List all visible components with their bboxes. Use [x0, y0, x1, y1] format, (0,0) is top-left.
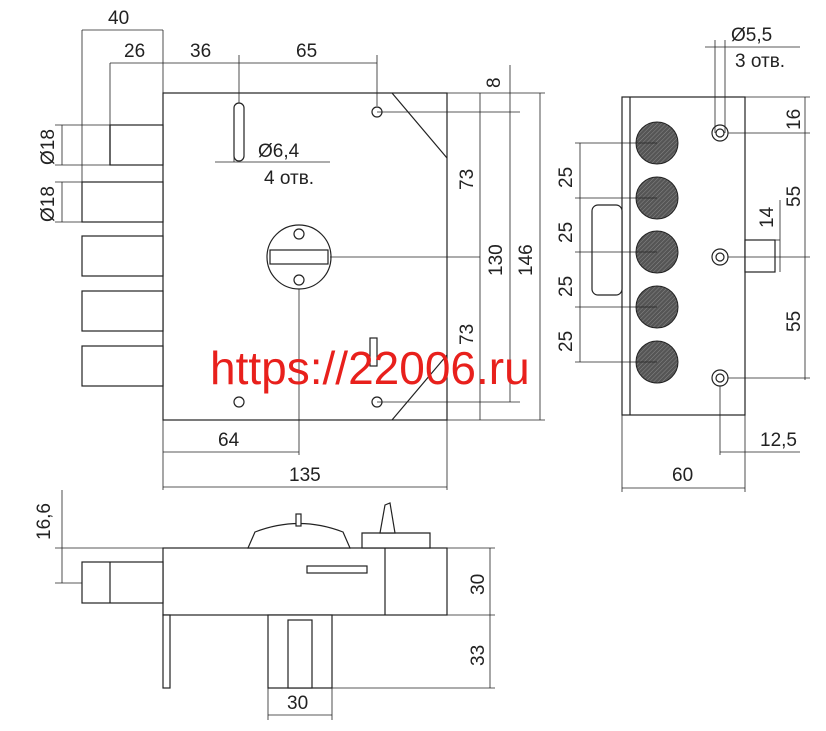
bolts [81, 124, 164, 387]
dim-12-5: 12,5 [760, 430, 797, 451]
front-view: 40 26 36 65 8 Ø18 Ø18 Ø6,4 4 отв. 73 130… [38, 8, 545, 490]
dim-25-2: 25 [556, 222, 577, 243]
dim-135: 135 [289, 465, 321, 486]
side-view: Ø5,5 3 отв. 16 25 25 25 25 55 14 55 12,5… [556, 25, 810, 492]
mount-slot [233, 102, 245, 162]
dim-146: 146 [516, 244, 537, 276]
dim-55-top: 55 [784, 186, 805, 207]
dim-25-4: 25 [556, 331, 577, 352]
dim-dia18-a: Ø18 [38, 129, 59, 165]
bottom-view: 16,6 30 33 30 [34, 490, 495, 720]
body-top [162, 547, 448, 616]
dim-dia6-4: Ø6,4 [258, 141, 300, 162]
dim-16: 16 [784, 109, 805, 130]
dim-14: 14 [757, 206, 778, 228]
dim-30-height: 30 [468, 574, 489, 595]
dim-16-6: 16,6 [34, 503, 55, 540]
dim-40: 40 [108, 8, 129, 29]
dim-73-top: 73 [457, 169, 478, 190]
dim-64: 64 [218, 430, 240, 451]
holes-3: 3 отв. [735, 51, 785, 72]
dim-30-width: 30 [287, 693, 308, 714]
dim-25-1: 25 [556, 167, 577, 188]
dim-55-bottom: 55 [784, 311, 805, 332]
dim-8: 8 [484, 77, 505, 88]
dim-dia5-5: Ø5,5 [731, 25, 772, 46]
dim-26: 26 [124, 41, 145, 62]
dim-dia18-b: Ø18 [38, 186, 59, 222]
dim-36: 36 [190, 41, 211, 62]
dim-25-3: 25 [556, 276, 577, 297]
dim-33: 33 [468, 645, 489, 666]
dim-73-bottom: 73 [457, 324, 478, 345]
watermark: https://22006.ru [210, 342, 530, 394]
dim-60: 60 [672, 465, 693, 486]
cylinder [266, 224, 332, 290]
dim-130: 130 [486, 244, 507, 276]
holes-4: 4 отв. [264, 168, 314, 189]
dim-65: 65 [296, 41, 317, 62]
